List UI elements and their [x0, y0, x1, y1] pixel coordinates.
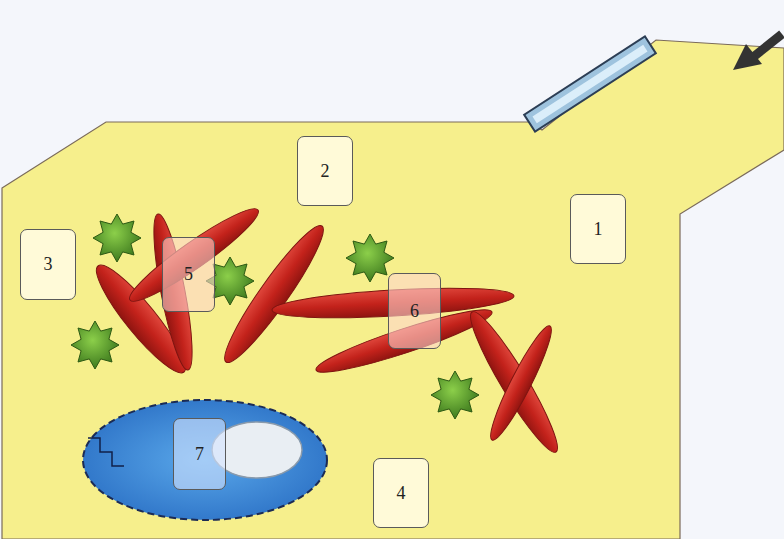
callout-number: 2 — [297, 136, 353, 206]
granules — [71, 214, 479, 419]
rod-organelle — [483, 321, 559, 444]
dna-mark — [88, 438, 124, 466]
granule — [431, 371, 479, 419]
signal-arrow — [733, 34, 782, 70]
callout-number: 7 — [173, 418, 226, 490]
membrane-channel — [524, 36, 656, 131]
granule — [71, 321, 119, 369]
callout-number: 1 — [570, 194, 626, 264]
granule — [93, 214, 141, 262]
callout-number: 3 — [20, 229, 76, 300]
cell-membrane — [2, 40, 784, 539]
rod-organelle — [461, 305, 567, 458]
nucleus — [83, 400, 327, 520]
rod-organelles — [86, 199, 567, 458]
callout-number: 4 — [373, 458, 429, 528]
callout-number: 5 — [162, 237, 215, 312]
callout-number: 6 — [388, 273, 441, 349]
granule — [346, 234, 394, 282]
